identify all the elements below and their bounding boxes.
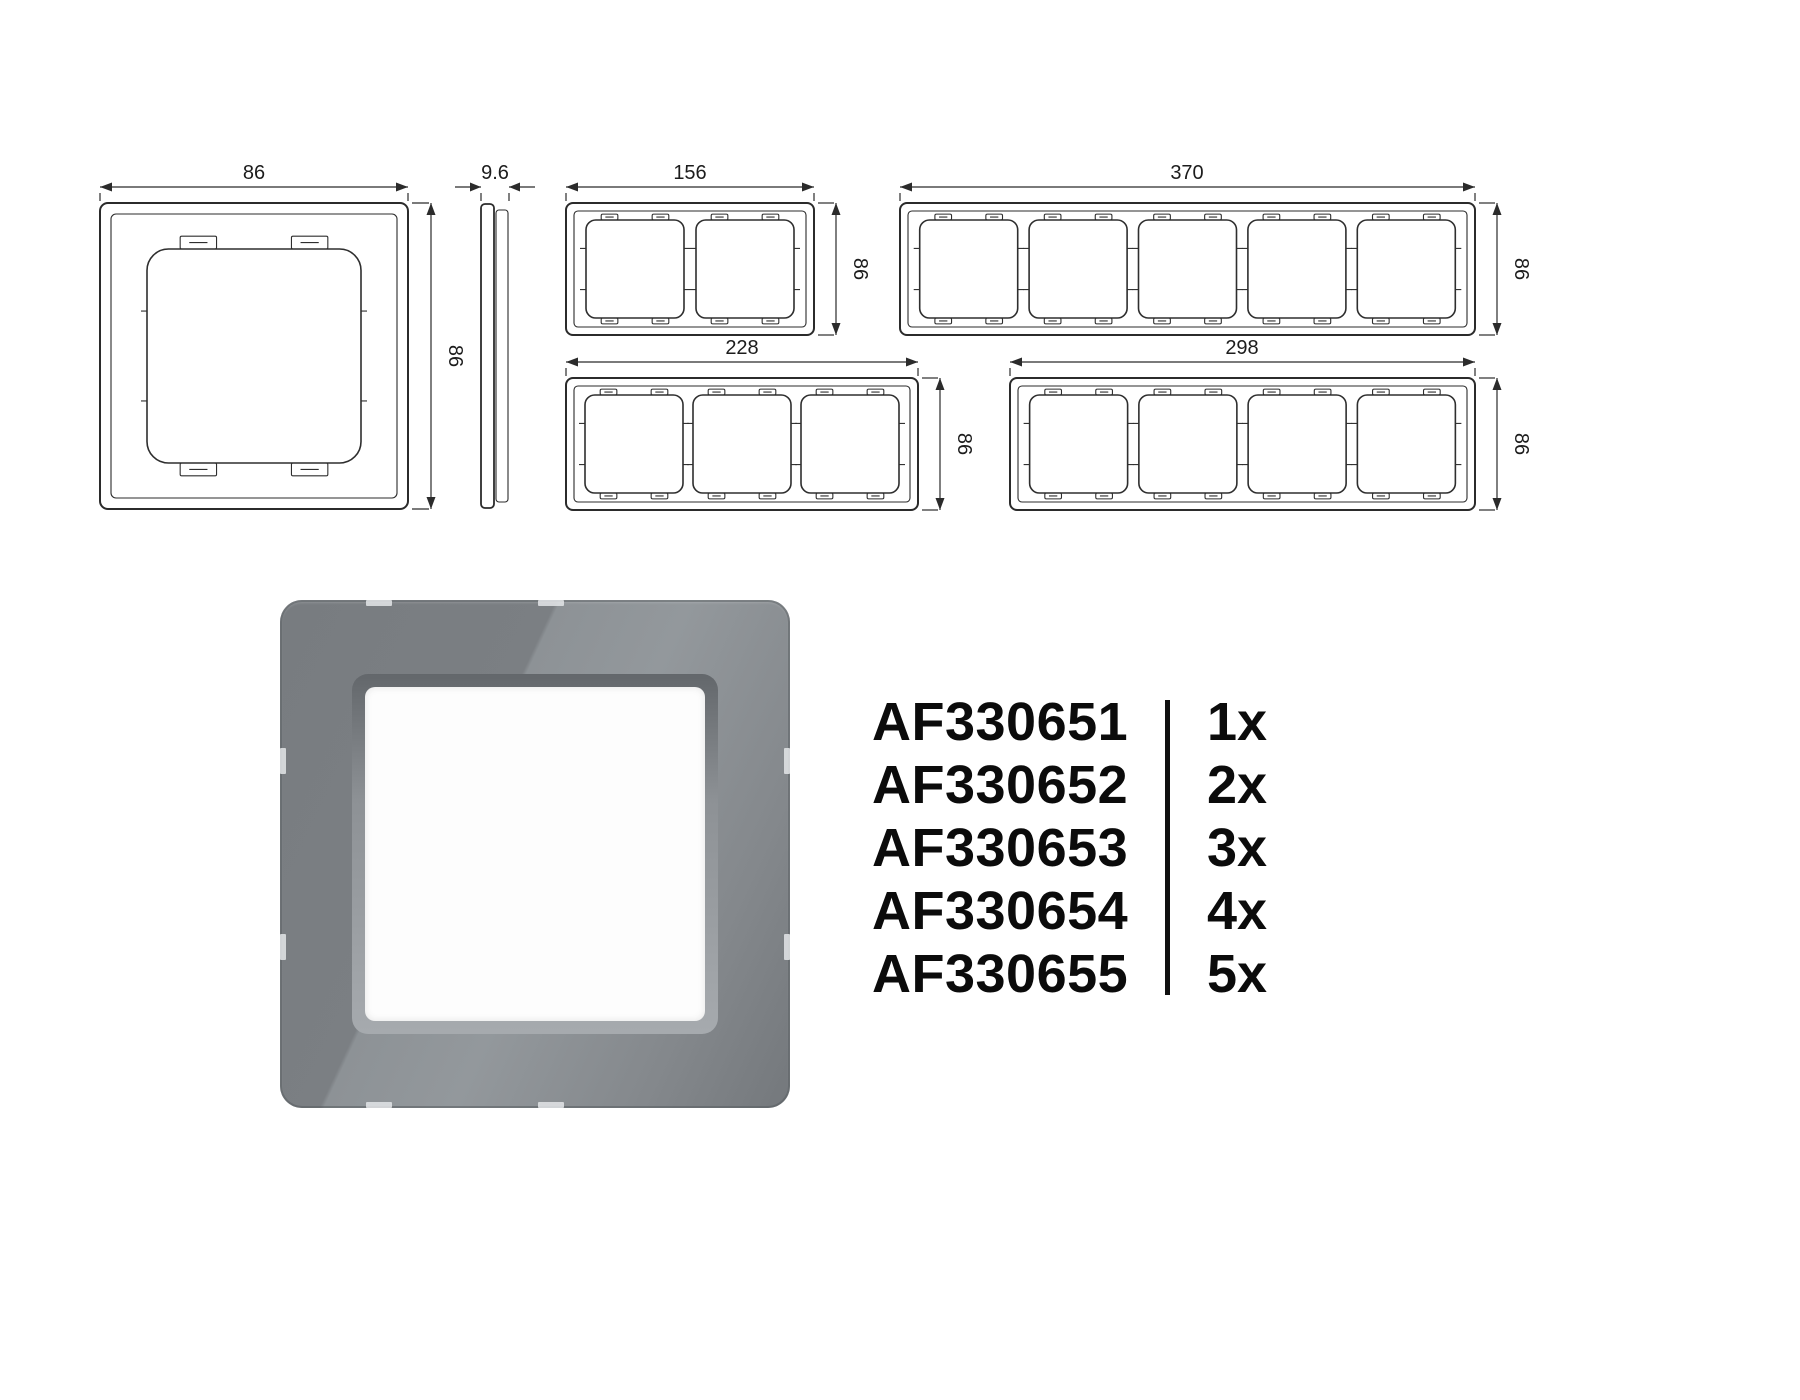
frame-inner-line	[907, 210, 1468, 328]
frame-outline	[565, 377, 919, 511]
clip-notch	[280, 748, 286, 774]
part-code: AF330654	[872, 880, 1129, 941]
frame-outline	[1009, 377, 1476, 511]
dim-width: 370	[899, 162, 1476, 201]
frame-inner-line	[573, 210, 807, 328]
dim-width: 228	[565, 337, 919, 376]
frame-inner-line	[110, 213, 398, 499]
part-number-list: AF330651 1x AF330652 2x AF330653 3x AF33…	[872, 690, 1267, 1005]
technical-drawings: 86 86 9.6	[99, 162, 1532, 511]
frame-outline	[99, 202, 409, 510]
dim-height: 86	[922, 377, 975, 511]
part-qty: 4x	[1207, 880, 1268, 941]
part-row: AF330654 4x	[872, 879, 1267, 942]
dim-depth: 9.6	[455, 162, 535, 201]
module-openings	[1023, 388, 1462, 500]
dim-width: 156	[565, 162, 815, 201]
dim-label-width: 86	[243, 162, 265, 184]
part-qty: 5x	[1207, 943, 1268, 1004]
drawing-3gang: 228 86	[565, 337, 975, 511]
frame-outline	[565, 202, 815, 336]
dim-label-width: 370	[1170, 162, 1203, 184]
drawing-4gang: 298 86	[1009, 337, 1532, 511]
frame-outline	[899, 202, 1476, 336]
drawing-side-view: 9.6	[455, 162, 535, 509]
part-qty: 1x	[1207, 691, 1268, 752]
dim-label-height: 86	[849, 258, 871, 280]
clip-notch	[538, 600, 564, 606]
dim-height: 86	[818, 202, 871, 336]
side-back-plate	[495, 209, 509, 503]
clip-notch	[538, 1102, 564, 1108]
part-code: AF330652	[872, 754, 1129, 815]
clip-notch	[784, 934, 790, 960]
dim-label-height: 86	[444, 345, 466, 367]
clip-notch	[366, 600, 392, 606]
dim-height: 86	[1479, 202, 1532, 336]
product-photo-frame	[280, 600, 790, 1108]
dim-label-height: 86	[1510, 433, 1532, 455]
clip-notch	[280, 934, 286, 960]
dim-width: 298	[1009, 337, 1476, 376]
clip-notch	[784, 748, 790, 774]
frame-window	[365, 687, 705, 1021]
module-openings	[913, 213, 1462, 325]
part-row: AF330652 2x	[872, 753, 1267, 816]
clip-notch	[366, 1102, 392, 1108]
dim-label-width: 156	[673, 162, 706, 184]
dim-label-width: 298	[1225, 337, 1258, 359]
part-qty: 3x	[1207, 817, 1268, 878]
drawing-single-front: 86 86	[99, 162, 466, 510]
dim-label-width: 228	[725, 337, 758, 359]
dim-label-height: 86	[953, 433, 975, 455]
part-code: AF330651	[872, 691, 1129, 752]
frame-opening-bevel	[352, 674, 718, 1034]
dim-width: 86	[99, 162, 409, 201]
dim-label-depth: 9.6	[481, 162, 509, 184]
part-qty: 2x	[1207, 754, 1268, 815]
drawing-2gang: 156 86	[565, 162, 871, 336]
dim-height: 86	[1479, 377, 1532, 511]
dim-label-height: 86	[1510, 258, 1532, 280]
frame-inner-line	[1017, 385, 1468, 503]
part-code: AF330653	[872, 817, 1129, 878]
dim-height: 86	[412, 202, 466, 510]
part-row: AF330655 5x	[872, 942, 1267, 1005]
part-code: AF330655	[872, 943, 1129, 1004]
part-row: AF330653 3x	[872, 816, 1267, 879]
module-openings	[580, 213, 800, 325]
module-openings	[579, 388, 905, 500]
drawing-5gang: 370 86	[899, 162, 1532, 336]
frame-inner-line	[573, 385, 911, 503]
module-openings	[141, 235, 367, 477]
part-row: AF330651 1x	[872, 690, 1267, 753]
side-front-plate	[480, 203, 495, 509]
